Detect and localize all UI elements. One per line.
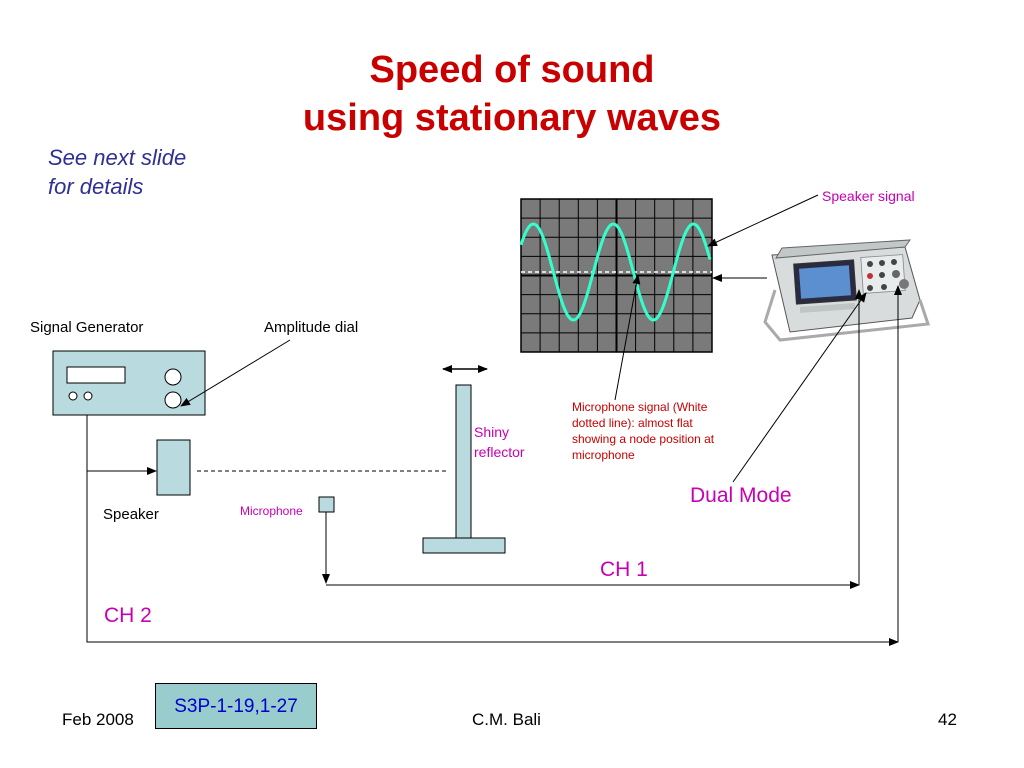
oscilloscope-device	[763, 239, 931, 342]
output-terminal	[83, 391, 93, 401]
shiny-reflector	[422, 384, 506, 554]
slide-title-line2: using stationary waves	[302, 97, 722, 139]
speaker	[156, 439, 191, 496]
generator-knob	[164, 368, 182, 386]
output-terminal	[68, 391, 78, 401]
microphone-signal-label: Microphone signal (White dotted line): a…	[572, 399, 714, 463]
microphone-signal-line: dotted line): almost flat	[572, 416, 693, 430]
generator-display	[66, 366, 126, 384]
reflector-label-line2: reflector	[474, 444, 525, 460]
signal-generator	[52, 350, 206, 416]
amplitude-dial-label: Amplitude dial	[264, 319, 359, 336]
microphone-signal-line: microphone	[572, 448, 635, 462]
slide-title-line1: Speed of sound	[369, 49, 655, 91]
speaker-label: Speaker	[103, 506, 159, 523]
ch2-label: CH 2	[104, 604, 152, 627]
footer-page-number: 42	[938, 710, 957, 729]
dual-mode-arrow	[732, 292, 867, 483]
microphone-signal-line: showing a node position at	[572, 432, 715, 446]
footer-date: Feb 2008	[62, 710, 134, 729]
microphone	[318, 496, 335, 513]
microphone-signal-arrow	[614, 274, 641, 401]
footer-author: C.M. Bali	[472, 710, 541, 729]
reference-box: S3P-1-19,1-27	[155, 683, 317, 729]
reflector-label-line1: Shiny	[474, 424, 510, 440]
dual-mode-label: Dual Mode	[690, 484, 792, 507]
wire-generator-to-speaker	[86, 415, 157, 475]
note-line2: for details	[48, 174, 144, 199]
amplitude-dial-arrow	[180, 339, 291, 407]
speaker-signal-arrow	[707, 194, 819, 247]
note-line1: See next slide	[48, 145, 187, 170]
microphone-signal-line: Microphone signal (White	[572, 400, 708, 414]
signal-generator-label: Signal Generator	[30, 319, 144, 336]
ch1-label: CH 1	[600, 558, 648, 581]
oscilloscope-screen	[519, 198, 713, 353]
wire-ch2	[86, 471, 899, 646]
speaker-trace	[519, 222, 712, 322]
amplitude-dial	[164, 391, 182, 409]
speaker-signal-label: Speaker signal	[822, 188, 915, 204]
microphone-label: Microphone	[240, 504, 303, 518]
